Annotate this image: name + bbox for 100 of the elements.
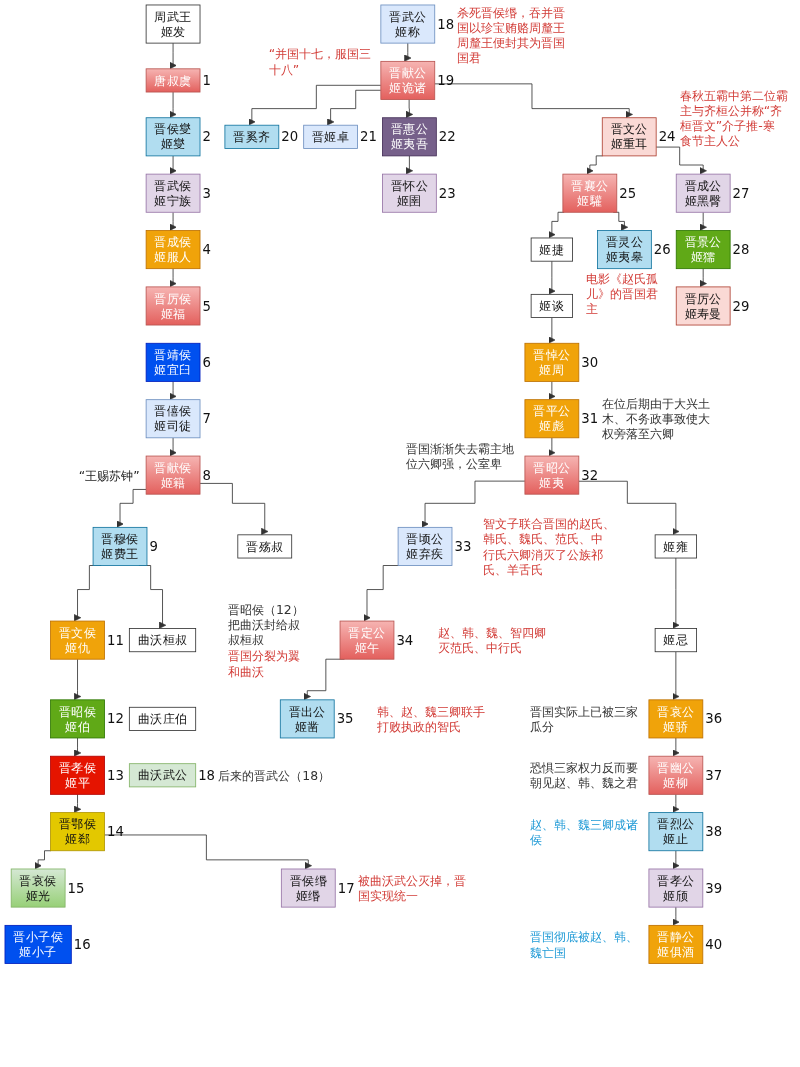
node-box: 姬捷 [530,237,573,262]
sequence-number: 15 [67,880,85,896]
sequence-number: 3 [202,185,211,201]
note-text: 赵、韩、魏、智四卿灭范氏、中行氏 [437,625,546,656]
note-text: 恐惧三家权力反而要朝见赵、韩、魏之君 [530,760,639,791]
sequence-number: 33 [454,539,472,554]
sequence-number: 37 [705,767,723,783]
sequence-number: 4 [202,242,211,258]
sequence-number: 24 [658,129,676,145]
sequence-number: 40 [705,937,723,952]
note-text: 晋国彻底被赵、韩、魏亡国 [530,929,639,960]
sequence-number: 6 [202,354,211,370]
node-box: 晋侯燮 姬燮 [145,117,201,157]
node-box: 晋姬卓 [303,124,358,149]
note-text: 杀死晋侯缗，吞并晋国以珍宝贿赂周釐王周釐王便封其为晋国国君 [457,4,566,66]
node-box: 曲沃桓叔 [128,628,197,653]
note-text: 晋国实际上已被三家瓜分 [530,703,639,735]
node-box: 晋灵公 姬夷皋 [597,230,652,270]
note-text: 赵、韩、魏三卿成诸侯 [530,816,639,847]
sequence-number: 5 [202,298,211,314]
node-box: 晋出公 姬凿 [279,699,335,739]
note-text: 晋昭侯（12）把曲沃封给叔叔桓叔 [227,601,304,648]
note-text: 韩、赵、魏三卿联手打败执政的智氏 [377,703,486,735]
sequence-number: 29 [732,298,750,314]
node-box: 晋文侯 姬仇 [50,620,105,660]
sequence-number: 21 [360,129,377,145]
sequence-number: 11 [106,632,124,648]
node-box: 姬谈 [530,293,573,318]
sequence-number: 16 [73,937,91,952]
node-box: 晋幽公 姬柳 [648,755,704,795]
node-box: 晋定公 姬午 [339,620,395,660]
sequence-number: 18 [437,16,455,32]
node-box: 曲沃武公 [128,763,197,788]
node-box: 姬忌 [654,628,697,653]
sequence-number: 2 [202,129,211,145]
node-box: 晋怀公 姬圉 [382,173,437,213]
node-box: 晋奚齐 [224,124,280,149]
note-text: 后来的晋武公（18） [218,767,331,783]
note-text: 被曲沃武公灭掉，晋国实现统一 [357,873,466,904]
sequence-number: 18 [198,767,216,783]
sequence-number: 39 [705,880,723,896]
node-box: 晋昭侯 姬伯 [50,699,105,739]
node-box: 晋僖侯 姬司徒 [145,399,201,439]
note-text: 电影《赵氏孤儿》的晋国君主 [586,271,658,317]
node-box: 曲沃庄伯 [128,706,197,731]
node-box: 晋小子侯 姬小子 [4,924,72,964]
sequence-number: 27 [732,185,750,201]
sequence-number: 17 [337,880,355,896]
node-box: 姬雍 [654,534,697,559]
note-text: 晋国渐渐失去霸主地位六卿强，公室卑 [406,441,515,472]
node-box: 晋武侯 姬宁族 [145,173,201,213]
node-box: 唐叔虞 [145,68,201,93]
sequence-number: 35 [336,711,354,727]
node-box: 晋平公 姬彪 [524,399,580,439]
node-box: 晋武公 姬称 [380,4,436,44]
node-box: 晋侯缗 姬缗 [280,868,336,908]
sequence-number: 1 [202,73,211,88]
sequence-number: 13 [106,767,124,783]
node-box: 晋顷公 姬弃疾 [397,526,453,566]
sequence-number: 20 [281,129,299,145]
sequence-number: 19 [437,73,455,88]
sequence-number: 23 [438,185,456,201]
node-box: 晋成侯 姬服人 [145,230,201,270]
node-box: 晋文公 姬重耳 [601,117,657,157]
note-text: 在位后期由于大兴土木、不务政事致使大权旁落至六卿 [602,396,711,442]
sequence-number: 32 [581,467,599,483]
sequence-number: 14 [106,824,124,840]
sequence-number: 26 [653,242,671,258]
sequence-number: 25 [619,185,637,201]
node-box: 周武王 姬发 [145,4,201,44]
node-box: 晋靖侯 姬宜臼 [145,342,201,382]
note-text: 智文子联合晋国的赵氏、韩氏、魏氏、范氏、中行氏六卿消灭了公族祁氏、羊舌氏 [483,516,616,577]
node-box: 晋哀侯 姬光 [10,868,66,908]
sequence-number: 9 [149,539,158,554]
sequence-number: 38 [705,824,723,840]
note-text: 春秋五霸中第二位霸主与齐桓公并称“齐桓晋文”介子推-寒食节主人公 [679,87,788,149]
node-box: 晋献公 姬诡诸 [380,60,436,100]
sequence-number: 28 [732,242,750,258]
node-box: 晋厉侯 姬福 [145,286,201,326]
sequence-number: 30 [581,354,599,370]
sequence-number: 7 [202,411,211,427]
sequence-number: 31 [581,411,599,427]
node-box: 晋惠公 姬夷吾 [382,117,437,157]
note-text: “王赐苏钟” [78,467,140,483]
note-text: 晋国分裂为翼和曲沃 [227,648,300,679]
node-box: 晋悼公 姬周 [524,342,580,382]
node-box: 晋孝侯 姬平 [50,755,105,795]
node-box: 晋哀公 姬骄 [648,699,704,739]
node-box: 晋景公 姬獳 [675,230,731,270]
note-text: “并国十七，服国三十八” [268,46,372,77]
node-box: 晋孝公 姬颀 [648,868,704,908]
sequence-number: 36 [705,711,723,727]
sequence-number: 34 [396,632,414,648]
sequence-number: 8 [202,467,211,483]
node-box: 晋成公 姬黑臀 [675,173,731,213]
node-box: 晋昭公 姬夷 [524,455,580,495]
node-box: 晋鄂侯 姬郄 [50,812,105,852]
sequence-number: 12 [106,711,124,727]
node-box: 晋殇叔 [237,534,293,559]
node-box: 晋静公 姬俱酒 [648,924,704,964]
